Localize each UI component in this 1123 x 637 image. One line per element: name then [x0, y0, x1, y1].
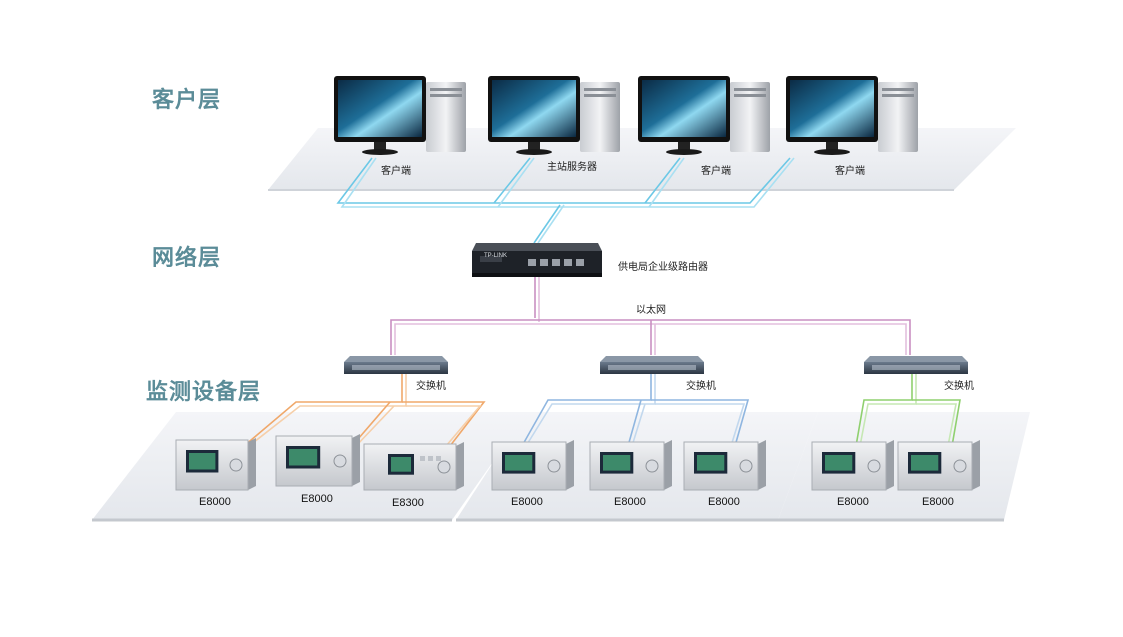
- computer-1: [334, 76, 466, 155]
- device-layer-label: 监测设备层: [146, 380, 262, 405]
- device-2-1-label: E8000: [511, 496, 543, 508]
- computer-2: [488, 76, 620, 155]
- computer-3-label: 客户端: [701, 166, 731, 177]
- group2-links: [521, 374, 750, 447]
- device-3-2-label: E8000: [922, 496, 954, 508]
- network-layer-label: 网络层: [152, 246, 222, 271]
- monitoring-devices: [175, 434, 980, 491]
- monitoring-device-2-2: [589, 440, 672, 491]
- computer-2-label: 主站服务器: [547, 162, 597, 173]
- switch-2-label: 交换机: [686, 381, 716, 392]
- ethernet-links: [390, 275, 911, 355]
- router-label: 供电局企业级路由器: [618, 262, 708, 273]
- switch-2: [600, 356, 704, 374]
- switch-3-label: 交换机: [944, 381, 974, 392]
- group3-links: [855, 374, 961, 447]
- device-1-3-label: E8300: [392, 497, 424, 509]
- monitoring-device-1-3: [363, 442, 464, 491]
- monitoring-device-1-1: [175, 438, 256, 491]
- switch-3: [864, 356, 968, 374]
- router-brand: TP-LINK: [484, 253, 508, 259]
- monitoring-device-1-2: [275, 434, 360, 487]
- computer-4: [786, 76, 918, 155]
- device-1-1-label: E8000: [199, 496, 231, 508]
- computer-3: [638, 76, 770, 155]
- router: [472, 243, 602, 277]
- monitoring-device-2-1: [491, 440, 574, 491]
- ethernet-label: 以太网: [636, 305, 666, 316]
- device-2-3-label: E8000: [708, 496, 740, 508]
- device-1-2-label: E8000: [301, 493, 333, 505]
- switch-1: [344, 356, 448, 374]
- monitoring-device-3-2: [897, 440, 980, 491]
- monitoring-device-3-1: [811, 440, 894, 491]
- computer-4-label: 客户端: [835, 166, 865, 177]
- device-2-2-label: E8000: [614, 496, 646, 508]
- switch-1-label: 交换机: [416, 381, 446, 392]
- client-layer-label: 客户层: [152, 88, 222, 113]
- device-3-1-label: E8000: [837, 496, 869, 508]
- computer-1-label: 客户端: [381, 166, 411, 177]
- monitoring-device-2-3: [683, 440, 766, 491]
- client-links: [336, 157, 795, 244]
